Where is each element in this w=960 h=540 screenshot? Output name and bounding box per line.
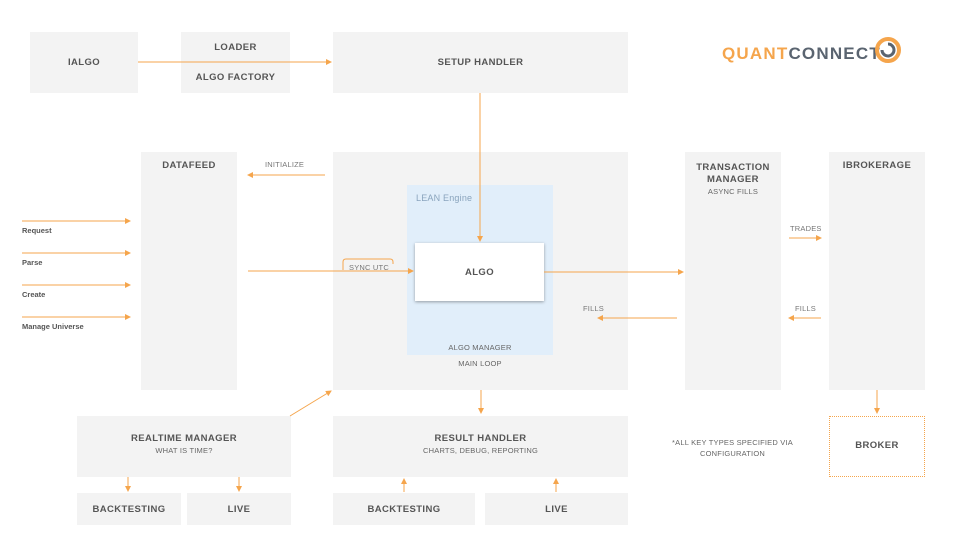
- realtime-manager-label: REALTIME MANAGER: [131, 433, 237, 444]
- realtime-manager-sub: WHAT IS TIME?: [155, 446, 213, 455]
- input-request: Request: [22, 226, 52, 235]
- transaction-manager-label-2: MANAGER: [707, 174, 759, 185]
- fills-right-label: FILLS: [795, 304, 817, 313]
- logo-text-connect: CONNECT: [788, 44, 881, 63]
- live-box-result: [485, 493, 628, 525]
- backtesting-label-realtime: BACKTESTING: [92, 504, 166, 515]
- setup-handler-box: [333, 32, 628, 93]
- algo-label: ALGO: [464, 267, 495, 278]
- quantconnect-logo: QUANTCONNECT: [722, 44, 881, 64]
- realtime-manager-box: [77, 416, 291, 477]
- algo-box: [415, 243, 544, 301]
- transaction-manager-label-1: TRANSACTION: [696, 162, 770, 173]
- trades-label: TRADES: [790, 224, 822, 233]
- input-parse: Parse: [22, 258, 43, 267]
- result-handler-sub: CHARTS, DEBUG, REPORTING: [423, 446, 538, 455]
- setup-handler-label: SETUP HANDLER: [437, 57, 524, 68]
- ibrokerage-box: [829, 152, 925, 390]
- datafeed-box: [141, 152, 237, 390]
- loader-label: LOADER: [214, 42, 257, 53]
- live-box-realtime: [187, 493, 291, 525]
- arrow-realtime-algo: [289, 390, 332, 417]
- transaction-manager-box: [685, 152, 781, 390]
- input-manage-universe: Manage Universe: [22, 322, 84, 331]
- input-create: Create: [22, 290, 46, 299]
- sync-utc-bracket: [342, 258, 394, 270]
- lean-engine-label: LEAN Engine: [416, 193, 473, 203]
- transaction-manager-sub: ASYNC FILLS: [707, 187, 759, 196]
- live-label-result: LIVE: [545, 504, 568, 515]
- datafeed-label: DATAFEED: [162, 160, 216, 171]
- main-loop-label: MAIN LOOP: [458, 359, 502, 368]
- backtesting-box-realtime: [77, 493, 181, 525]
- result-handler-label: RESULT HANDLER: [434, 433, 527, 444]
- ialgo-box: [30, 32, 138, 93]
- initialize-label: INITIALIZE: [265, 160, 305, 169]
- logo-text-quant: QUANT: [722, 44, 789, 63]
- result-handler-box: [333, 416, 628, 477]
- broker-label: BROKER: [855, 440, 899, 451]
- ialgo-label: IALGO: [67, 57, 101, 68]
- note-line-1: *ALL KEY TYPES SPECIFIED VIA: [672, 438, 793, 447]
- quantconnect-logo-icon: [875, 37, 901, 63]
- ibrokerage-label: IBROKERAGE: [842, 160, 912, 171]
- fills-left-label: FILLS: [583, 304, 605, 313]
- backtesting-box-result: [333, 493, 475, 525]
- algo-manager-label: ALGO MANAGER: [448, 343, 512, 352]
- backtesting-label-result: BACKTESTING: [367, 504, 441, 515]
- note-line-2: CONFIGURATION: [700, 449, 765, 458]
- algo-factory-label: ALGO FACTORY: [195, 72, 276, 83]
- broker-box: [829, 416, 925, 477]
- live-label-realtime: LIVE: [227, 504, 251, 515]
- sync-utc-label: SYNC UTC: [349, 263, 389, 272]
